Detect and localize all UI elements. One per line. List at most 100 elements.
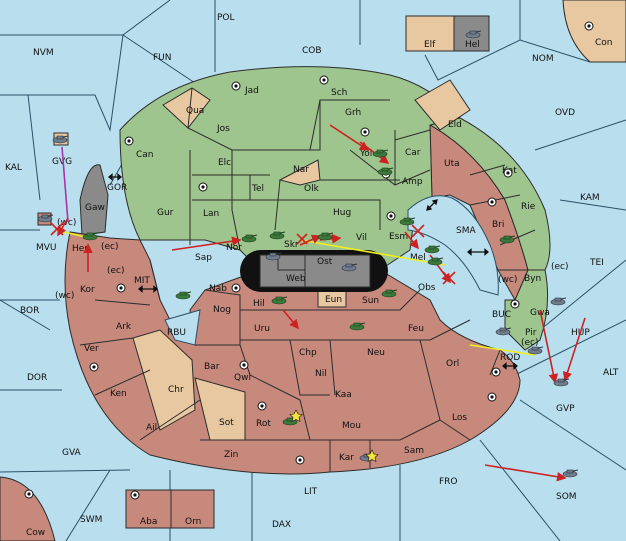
label-rot: Rot xyxy=(256,419,271,429)
label-jad: Jad xyxy=(244,86,259,96)
tank-icon xyxy=(317,232,334,241)
tank-icon xyxy=(553,378,570,387)
label-yol: Yol xyxy=(359,149,372,159)
supply-center-icon xyxy=(487,392,497,402)
label-nog: Nog xyxy=(213,305,231,315)
label-gaw: Gaw xyxy=(85,203,105,213)
move-arrow-icon xyxy=(484,464,567,482)
label-sap: Sap xyxy=(195,253,212,263)
tank-icon xyxy=(527,346,544,355)
label-cob: COB xyxy=(302,46,322,56)
label-chr: Chr xyxy=(168,385,184,395)
move-arrow-icon xyxy=(299,234,322,246)
label-mit: MIT xyxy=(134,276,150,286)
label-swm: SWM xyxy=(80,515,102,525)
coast-gwa-ec: (ec) xyxy=(521,338,539,348)
tank-icon xyxy=(271,296,288,305)
label-gur: Gur xyxy=(157,208,174,218)
label-qwi: Qwi xyxy=(234,373,251,383)
label-gvg: GVG xyxy=(52,157,72,167)
label-feu: Feu xyxy=(408,324,424,334)
units[interactable] xyxy=(37,30,579,478)
tank-icon xyxy=(499,235,516,244)
move-arrow-icon xyxy=(539,309,559,384)
label-los: Los xyxy=(452,413,467,423)
label-nar: Nar xyxy=(293,165,309,175)
double-arrow-icon xyxy=(107,173,123,181)
coast-her-wc: (wc) xyxy=(57,218,76,228)
tank-icon xyxy=(241,234,258,243)
supply-center-icon xyxy=(295,455,305,465)
label-gva: GVA xyxy=(62,448,82,458)
supply-center-icon xyxy=(130,490,140,500)
label-fun: FUN xyxy=(153,53,172,63)
label-hug: Hug xyxy=(333,208,351,218)
label-eld: Eld xyxy=(448,120,462,130)
label-kar: Kar xyxy=(339,453,354,463)
tank-icon xyxy=(349,322,366,331)
tank-icon xyxy=(424,245,441,254)
supply-center-icon xyxy=(89,362,99,372)
label-ken: Ken xyxy=(110,389,127,399)
supply-center-icon xyxy=(503,168,513,178)
label-hel: Hel xyxy=(465,40,480,50)
canal-markers xyxy=(107,173,519,370)
label-orl: Orl xyxy=(446,359,459,369)
coast-kor-ec: (ec) xyxy=(107,266,125,276)
double-arrow-icon xyxy=(426,199,438,211)
label-elf: Elf xyxy=(424,40,436,50)
label-con: Con xyxy=(595,38,613,48)
supply-center-icon xyxy=(487,197,497,207)
double-arrow-icon xyxy=(137,285,159,293)
label-bor: BOR xyxy=(20,306,39,316)
label-rbu: RBU xyxy=(167,328,186,338)
label-mvu: MVU xyxy=(36,243,57,253)
label-nvm: NVM xyxy=(33,48,54,58)
label-ver: Ver xyxy=(84,344,99,354)
label-pol: POL xyxy=(217,13,235,23)
label-eun: Eun xyxy=(325,295,342,305)
label-her: Her xyxy=(72,244,88,254)
bottom-left-area xyxy=(0,476,215,541)
supply-center-icon xyxy=(386,211,396,221)
label-ail: Ail xyxy=(146,423,157,433)
label-ost: Ost xyxy=(317,257,333,267)
label-nor: Nor xyxy=(226,243,242,253)
label-sun: Sun xyxy=(362,296,379,306)
coast-kor-wc: (wc) xyxy=(55,291,74,301)
label-ovd: OVD xyxy=(555,108,575,118)
double-arrow-icon xyxy=(501,362,519,370)
label-kam: KAM xyxy=(580,193,600,203)
label-kor: Kor xyxy=(80,285,95,295)
label-rod: ROD xyxy=(500,353,520,363)
tank-icon xyxy=(175,291,192,300)
province-labels: POL NVM FUN COB NOM Con Elf Hel KAL GVG … xyxy=(5,13,619,538)
label-qua: Qua xyxy=(186,106,204,116)
label-tel: Tel xyxy=(251,184,264,194)
label-car: Car xyxy=(405,148,421,158)
label-orn: Orn xyxy=(185,517,201,527)
failed-order-icon xyxy=(50,222,64,236)
label-esm: Esm xyxy=(389,232,408,242)
tank-icon xyxy=(495,327,512,336)
label-skr: Skr xyxy=(284,240,299,250)
move-arrow-icon xyxy=(329,124,370,151)
failed-order-icon xyxy=(411,224,425,238)
label-fro: FRO xyxy=(439,477,458,487)
coast-her-ec: (ec) xyxy=(101,242,119,252)
label-som: SOM xyxy=(556,492,577,502)
label-nab: Nab xyxy=(209,284,227,294)
tank-icon xyxy=(377,167,394,176)
label-pir: Pir xyxy=(525,328,537,338)
order-arrows xyxy=(57,124,586,482)
label-lit: LIT xyxy=(304,487,318,497)
label-chp: Chp xyxy=(299,348,317,358)
stars xyxy=(289,409,379,463)
tank-icon xyxy=(372,149,389,158)
label-olk: Olk xyxy=(304,184,320,194)
move-arrow-icon xyxy=(562,317,586,382)
supply-center-icon xyxy=(116,283,126,293)
label-sch: Sch xyxy=(331,88,347,98)
